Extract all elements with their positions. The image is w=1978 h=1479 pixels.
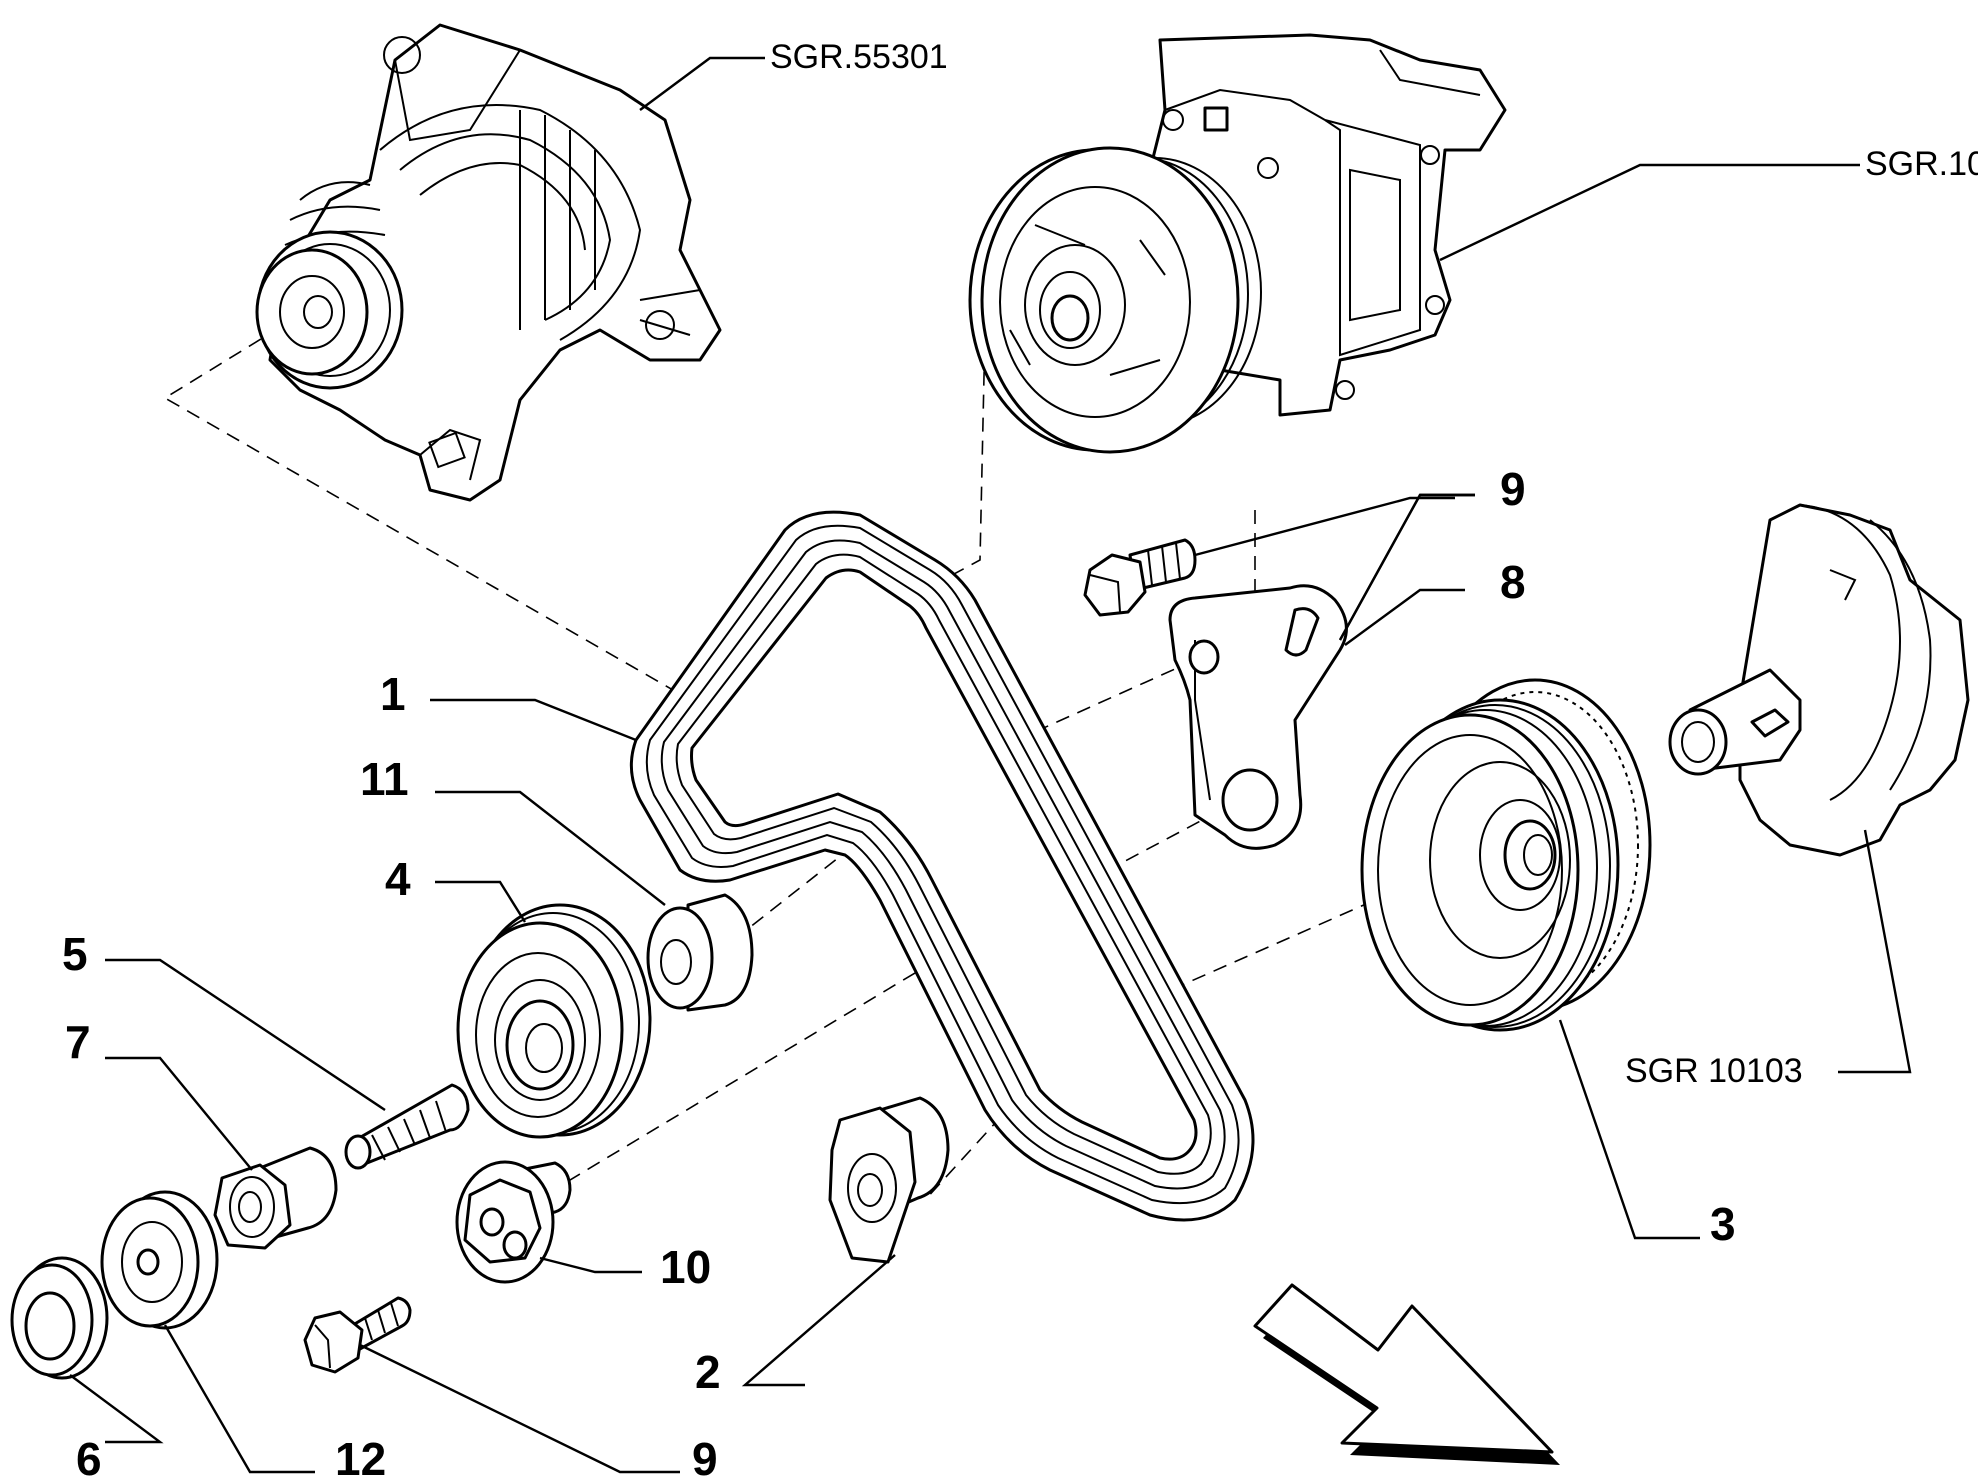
callout-10-flanged-bolt: 10 — [660, 1241, 711, 1293]
crankshaft-reference: SGR 10103 — [1625, 1052, 1803, 1090]
washer — [10, 1256, 109, 1380]
callout-9-screw-top: 9 — [1500, 463, 1526, 515]
alternator-reference: SGR.55301 — [770, 38, 948, 76]
callout-11-spacer: 11 — [360, 753, 409, 805]
leader-lines — [69, 56, 1912, 1474]
callout-1-belt: 1 — [380, 668, 406, 720]
flanged-bolt — [455, 1160, 572, 1284]
water-pump-reference: SGR.10402 — [1865, 145, 1978, 183]
crankshaft — [1668, 503, 1970, 857]
water-pump — [968, 33, 1507, 454]
callout-9-screw-bottom: 9 — [692, 1433, 718, 1479]
pulley-cover — [100, 1190, 219, 1330]
callout-3-crank-pulley: 3 — [1710, 1198, 1736, 1250]
arrow-front-icon — [1253, 1283, 1560, 1465]
poly-v-belt — [629, 510, 1255, 1222]
screw-bottom — [303, 1296, 412, 1374]
alternator — [255, 23, 722, 502]
cap-nut — [213, 1146, 338, 1250]
callout-6-washer: 6 — [76, 1433, 102, 1479]
callout-2-nut: 2 — [695, 1346, 721, 1398]
callout-8-bracket: 8 — [1500, 556, 1526, 608]
callout-5-stud: 5 — [62, 928, 88, 980]
idler-bracket — [1168, 584, 1348, 850]
crankshaft-pulley — [1360, 678, 1652, 1032]
callout-7-cap-nut: 7 — [65, 1016, 91, 1068]
hex-nut — [828, 1096, 950, 1264]
threaded-stud — [344, 1083, 470, 1170]
callout-4-tensioner-pulley: 4 — [385, 853, 411, 905]
spacer-sleeve — [646, 893, 754, 1012]
screw-top — [1083, 538, 1197, 617]
tensioner-pulley — [456, 903, 652, 1139]
callout-12-pulley-cover: 12 — [335, 1433, 386, 1479]
